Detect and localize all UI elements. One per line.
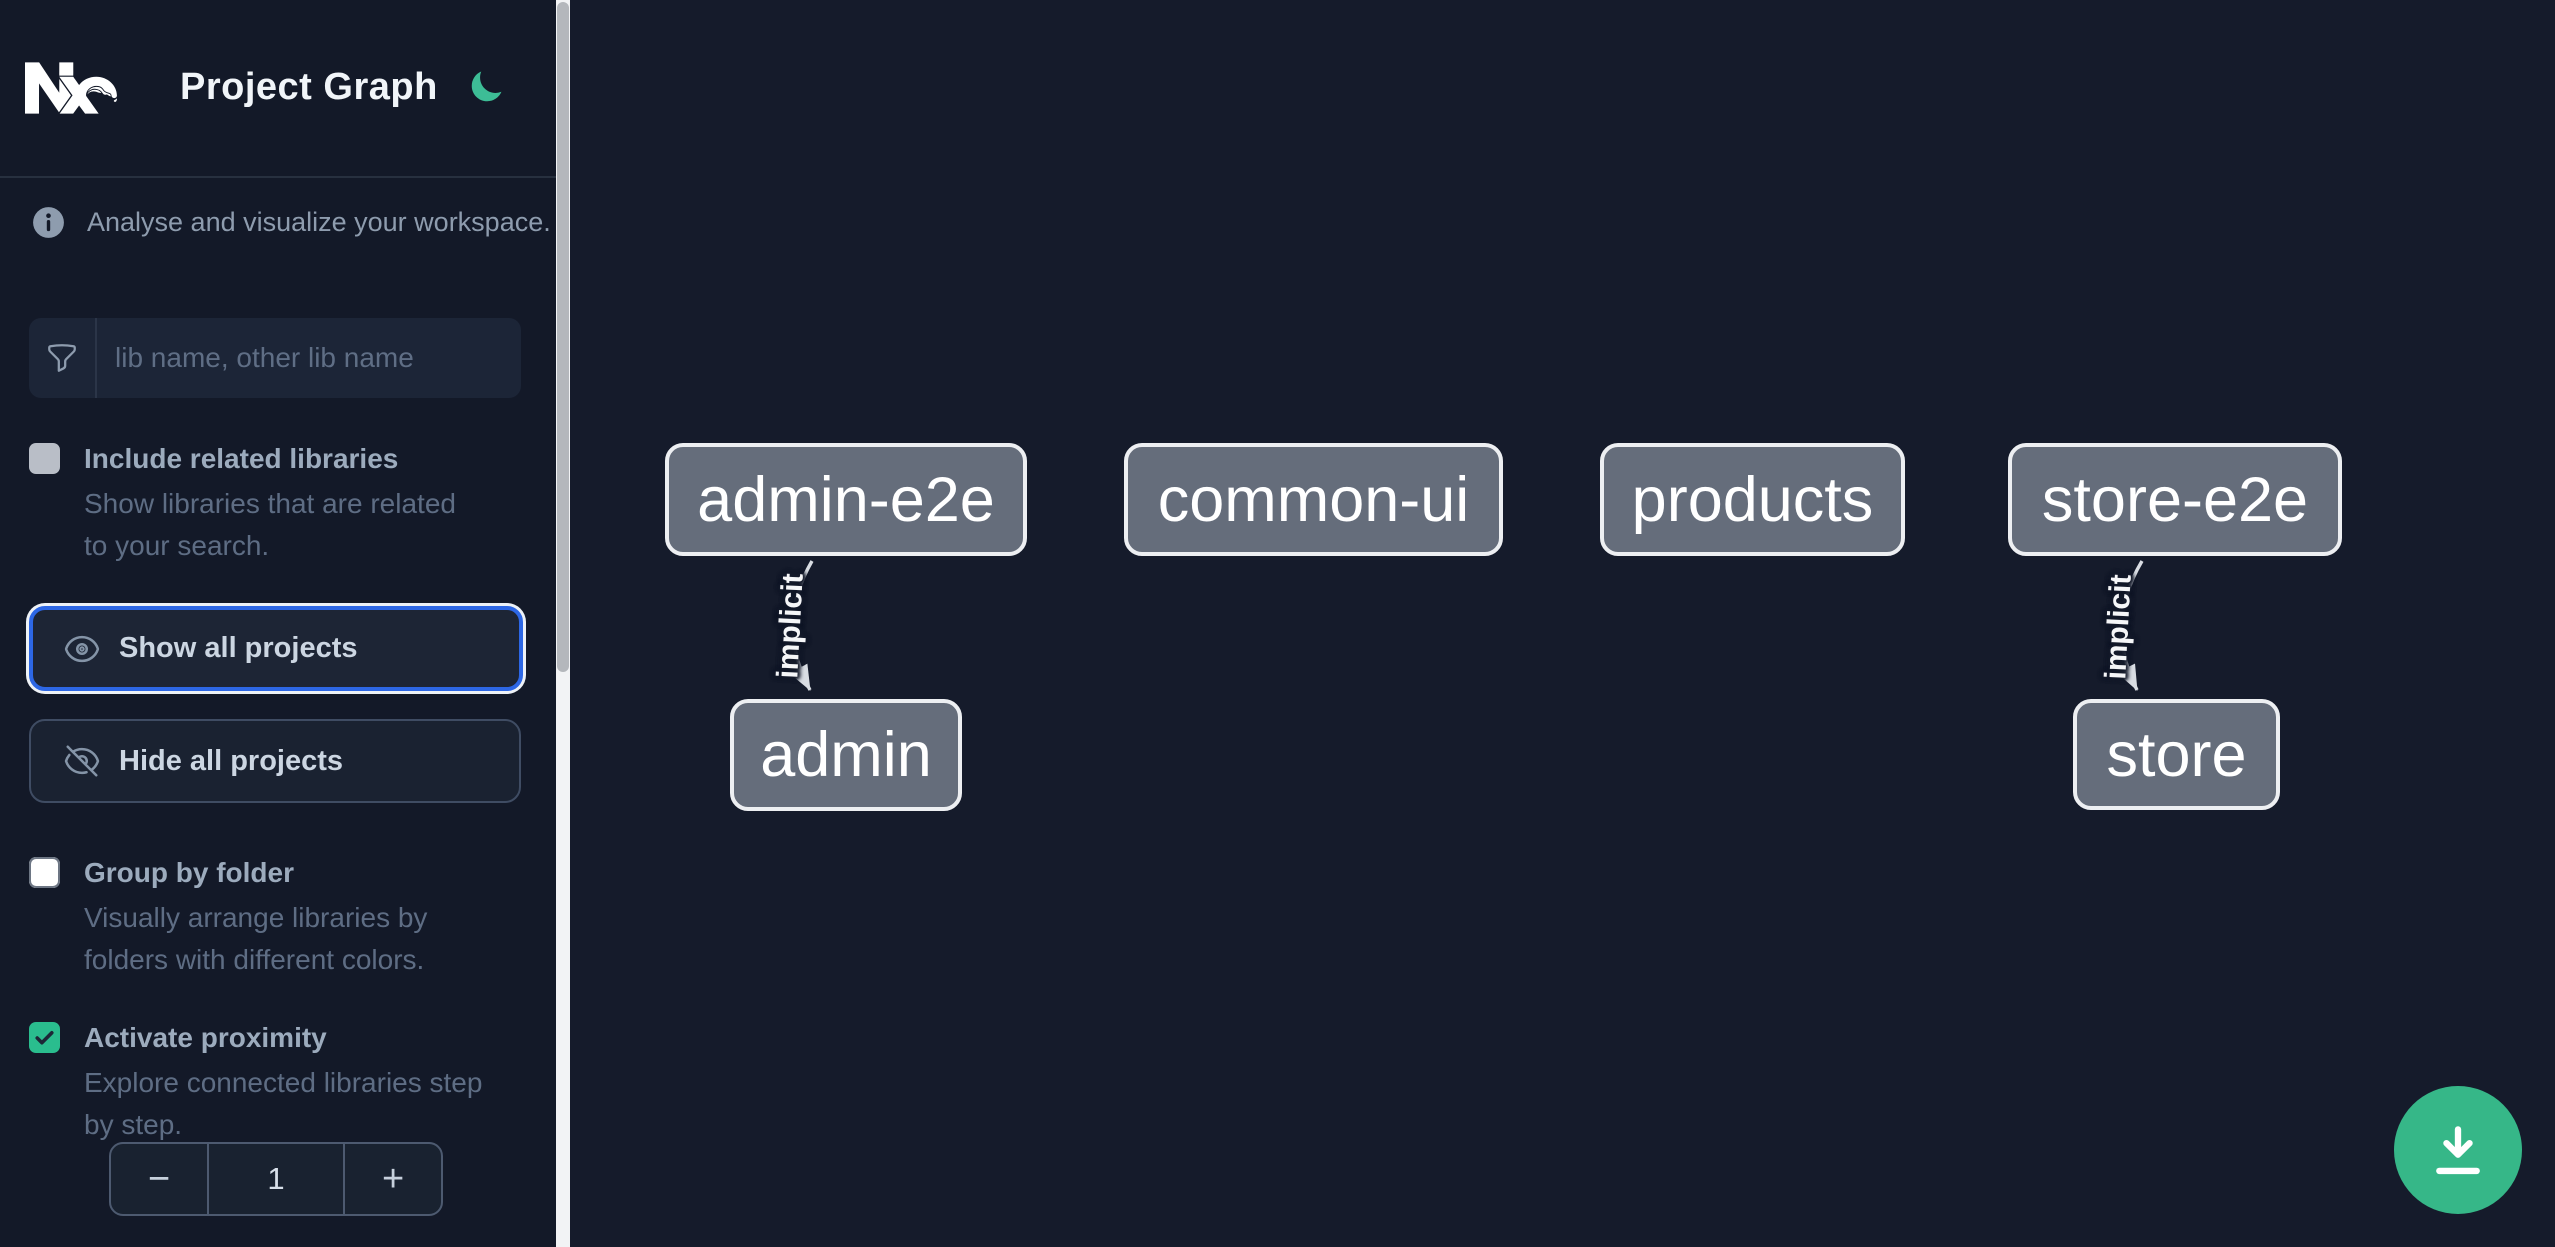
tagline-row: Analyse and visualize your workspace. — [30, 204, 551, 241]
proximity-stepper: − 1 + — [109, 1142, 443, 1216]
graph-node-store[interactable]: store — [2073, 699, 2280, 810]
option-description: Show libraries that are related to your … — [84, 488, 456, 561]
graph-node-admin-e2e[interactable]: admin-e2e — [665, 443, 1027, 556]
option-group-by-folder: Group by folder Visually arrange librari… — [29, 856, 499, 981]
graph-node-products[interactable]: products — [1600, 443, 1905, 556]
search-input[interactable] — [97, 318, 521, 398]
search-box — [29, 318, 521, 398]
activate-proximity-checkbox[interactable] — [29, 1022, 60, 1053]
option-label: Activate proximity — [84, 1022, 327, 1053]
sidebar-scrollbar-thumb[interactable] — [557, 2, 569, 672]
stepper-value[interactable]: 1 — [206, 1144, 346, 1214]
funnel-icon — [48, 344, 76, 372]
download-icon — [2436, 1126, 2480, 1175]
stepper-increment-button[interactable]: + — [345, 1144, 441, 1214]
eye-slash-icon — [64, 745, 100, 777]
sidebar: Project Graph Analyse and visualize your… — [0, 0, 556, 1247]
stepper-decrement-button[interactable]: − — [111, 1144, 207, 1214]
graph-canvas[interactable] — [570, 0, 2555, 1247]
eye-icon — [64, 635, 100, 662]
hide-all-label: Hide all projects — [119, 744, 344, 777]
checkmark-icon — [35, 1031, 54, 1045]
option-description: Explore connected libraries step by step… — [84, 1067, 483, 1140]
graph-node-admin[interactable]: admin — [730, 699, 962, 811]
info-icon — [33, 207, 64, 238]
option-activate-proximity: Activate proximity Explore connected lib… — [29, 1021, 499, 1146]
theme-toggle-button[interactable] — [462, 64, 510, 112]
option-label: Include related libraries — [84, 443, 399, 474]
edge-label-implicit-admin[interactable]: implicit — [771, 572, 810, 680]
page-title: Project Graph — [180, 66, 438, 108]
include-related-checkbox[interactable] — [29, 443, 60, 474]
hide-all-projects-button[interactable]: Hide all projects — [29, 719, 521, 803]
sidebar-scrollbar-track — [556, 0, 570, 1247]
edge-label-implicit-store[interactable]: implicit — [2099, 573, 2138, 681]
show-all-label: Show all projects — [119, 632, 358, 664]
show-all-projects-button[interactable]: Show all projects — [29, 606, 523, 691]
graph-node-common-ui[interactable]: common-ui — [1124, 443, 1503, 556]
graph-node-store-e2e[interactable]: store-e2e — [2008, 443, 2342, 556]
filter-icon-cell — [29, 318, 97, 398]
group-by-folder-checkbox[interactable] — [29, 857, 60, 888]
option-include-related: Include related libraries Show libraries… — [29, 442, 499, 567]
option-description: Visually arrange libraries by folders wi… — [84, 902, 428, 975]
sidebar-header: Project Graph — [0, 0, 556, 178]
download-image-button[interactable] — [2394, 1086, 2522, 1214]
option-label: Group by folder — [84, 857, 294, 888]
moon-icon — [471, 71, 502, 101]
tagline-text: Analyse and visualize your workspace. — [87, 207, 551, 237]
nx-logo — [25, 62, 117, 114]
